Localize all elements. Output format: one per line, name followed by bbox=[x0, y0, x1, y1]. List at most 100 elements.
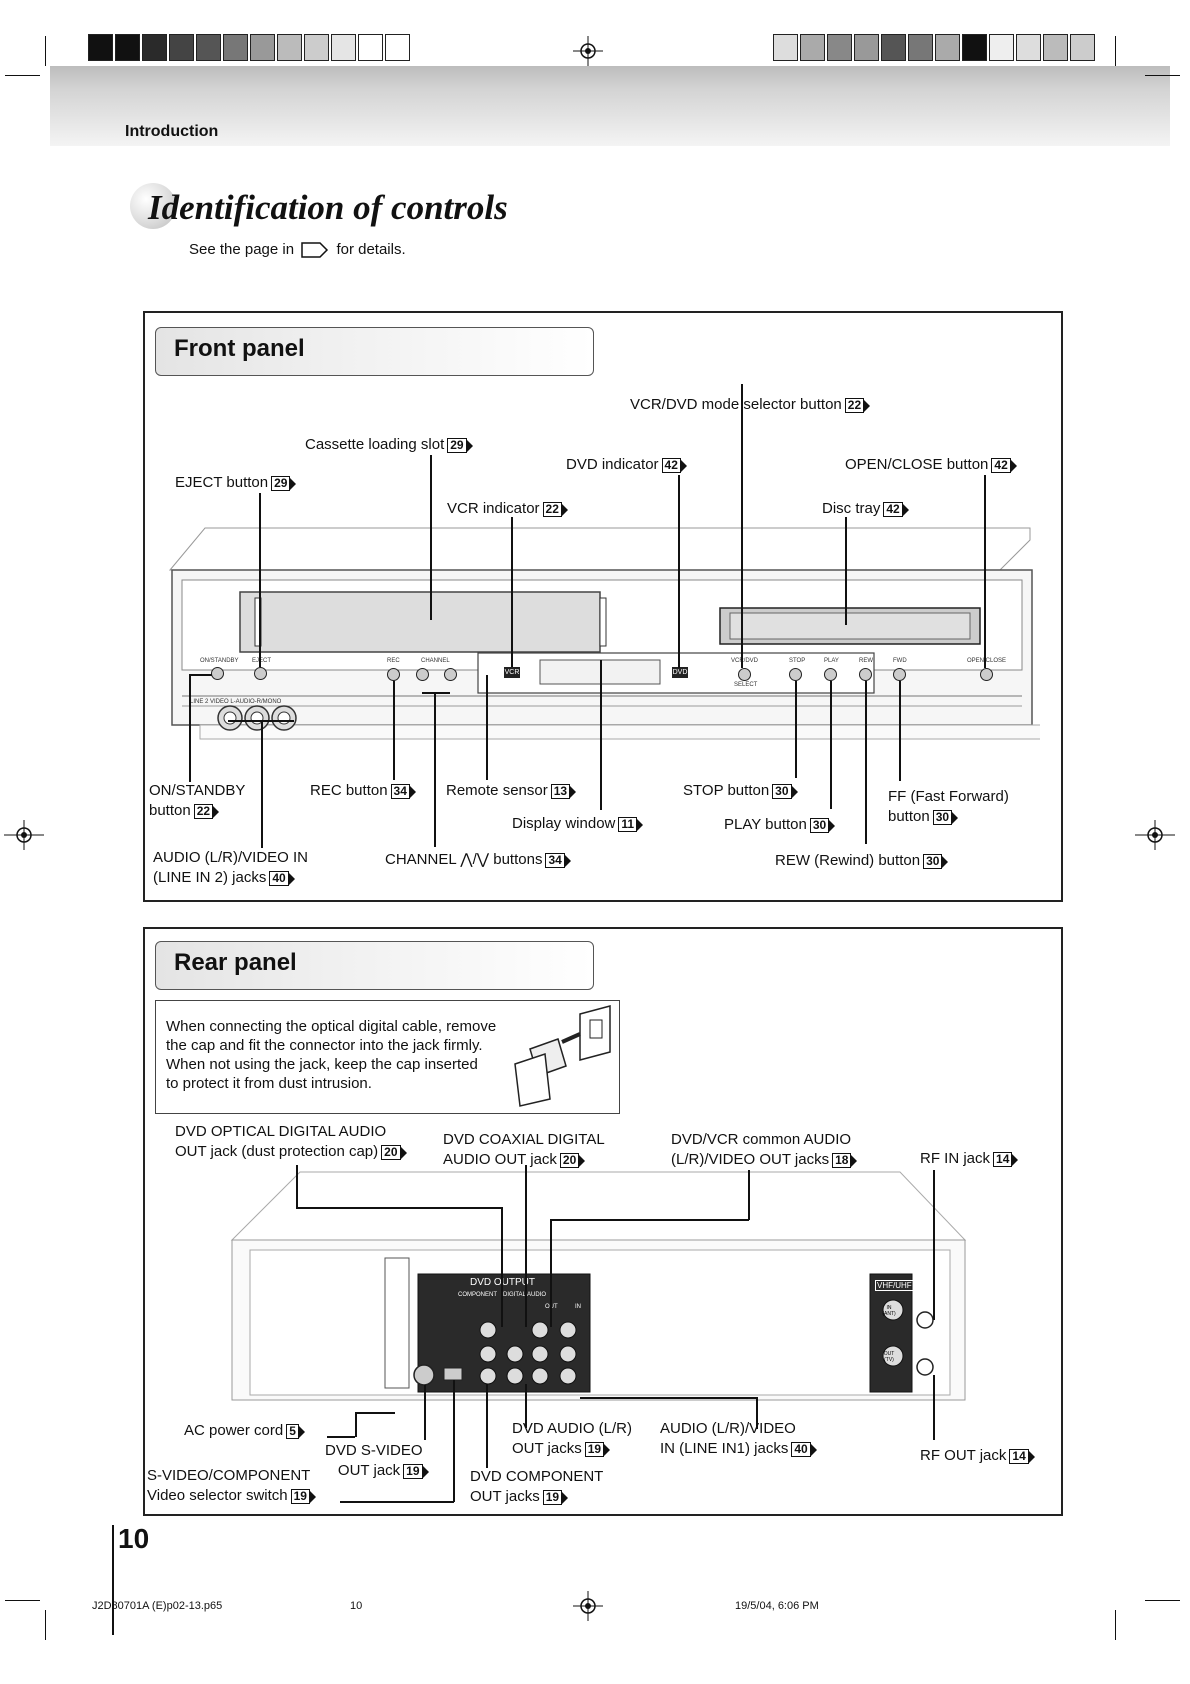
front-panel-heading: Front panel bbox=[174, 335, 305, 362]
leader-channel-h bbox=[422, 692, 450, 694]
section-label: Introduction bbox=[125, 123, 219, 140]
tiny-label-stop: STOP bbox=[789, 658, 806, 664]
ffwd-knob bbox=[893, 668, 906, 681]
leader-dvd-audio bbox=[525, 1384, 527, 1428]
tiny-label-rec: REC bbox=[387, 658, 400, 664]
page-title: Identification of controls bbox=[148, 188, 508, 227]
registration-mark-right bbox=[1135, 820, 1175, 850]
leader-dvd-indicator bbox=[678, 475, 680, 668]
leader-stop bbox=[795, 681, 797, 778]
vcr-indicator-led: VCR bbox=[504, 667, 520, 678]
leader-component bbox=[486, 1384, 488, 1468]
top-color-bar-left bbox=[88, 34, 410, 63]
crop-mark-br-v bbox=[1115, 1610, 1116, 1640]
leader-switch bbox=[453, 1380, 455, 1502]
open-close-knob bbox=[980, 668, 993, 681]
leader-common-out bbox=[748, 1170, 750, 1220]
leader-ac-cord-h2 bbox=[355, 1412, 395, 1414]
channel-up-knob bbox=[444, 668, 457, 681]
tiny-label-play: PLAY bbox=[824, 658, 839, 664]
stop-knob bbox=[789, 668, 802, 681]
page-number: 10 bbox=[118, 1523, 150, 1554]
crop-mark-tl-h bbox=[5, 75, 40, 76]
tiny-label-channel: CHANNEL bbox=[421, 658, 450, 664]
optical-connector-illustration bbox=[514, 1005, 611, 1107]
crop-mark-tr-h bbox=[1145, 75, 1180, 76]
leader-coaxial bbox=[525, 1165, 527, 1327]
leader-rf-out bbox=[933, 1375, 935, 1440]
label-dvd-optical-digital-audio-out: DVD OPTICAL DIGITAL AUDIO OUT jack (dust… bbox=[175, 1122, 407, 1162]
leader-cassette bbox=[430, 455, 432, 620]
rew-knob bbox=[859, 668, 872, 681]
leader-rec bbox=[393, 681, 395, 780]
leader-s-video bbox=[424, 1385, 426, 1440]
leader-ff bbox=[899, 681, 901, 781]
registration-mark-bottom bbox=[573, 1591, 603, 1621]
registration-mark-top bbox=[573, 36, 603, 66]
page-subtitle: See the page in for details. bbox=[189, 241, 406, 258]
leader-audio-in bbox=[261, 720, 263, 848]
optical-note-text: When connecting the optical digital cabl… bbox=[166, 1018, 497, 1092]
leader-on-standby-h bbox=[189, 674, 212, 676]
optical-note-box bbox=[155, 1000, 620, 1114]
leader-switch-h bbox=[340, 1501, 454, 1503]
leader-common-out-v2 bbox=[550, 1219, 552, 1327]
tiny-label-vcr-dvd: VCR/DVD bbox=[731, 658, 759, 664]
leader-optical-h bbox=[296, 1207, 502, 1209]
top-color-bar-right bbox=[773, 34, 1095, 63]
front-device-drawing bbox=[168, 527, 1040, 740]
tiny-label-select: SELECT bbox=[734, 682, 758, 688]
leader-channel bbox=[434, 692, 436, 847]
leader-audio-in-h bbox=[228, 720, 294, 722]
page-reference-icon bbox=[301, 242, 329, 258]
leader-ac-cord bbox=[327, 1436, 355, 1438]
rear-device-drawing bbox=[230, 1171, 967, 1401]
tiny-label-open-close: OPEN/CLOSE bbox=[967, 658, 1007, 664]
footer-file: J2D80701A (E)p02-13.p65 bbox=[92, 1600, 223, 1612]
tiny-label-ffwd: FWD bbox=[893, 658, 907, 664]
crop-mark-bl-v bbox=[45, 1610, 46, 1640]
registration-mark-left bbox=[4, 820, 44, 850]
crop-mark-br-h bbox=[1145, 1600, 1180, 1601]
vhf-uhf-label: VHF/UHF bbox=[875, 1280, 914, 1291]
front-panel-frame bbox=[143, 311, 1063, 902]
title-bubble bbox=[130, 183, 176, 229]
leader-eject bbox=[259, 493, 261, 667]
in-label: IN bbox=[575, 1304, 581, 1310]
leader-line-in1 bbox=[580, 1397, 756, 1399]
rec-knob bbox=[387, 668, 400, 681]
crop-mark-bl-h bbox=[5, 1600, 40, 1601]
ant-in-label: IN (ANT) bbox=[882, 1305, 896, 1317]
leader-play bbox=[830, 681, 832, 809]
page-number-rule bbox=[112, 1525, 114, 1635]
leader-common-out-h bbox=[550, 1219, 749, 1221]
channel-down-knob bbox=[416, 668, 429, 681]
leader-open-close bbox=[984, 475, 986, 668]
rear-panel-heading: Rear panel bbox=[174, 949, 297, 976]
header-band bbox=[50, 66, 1170, 146]
tv-out-label: OUT (TV) bbox=[883, 1351, 895, 1363]
eject-knob bbox=[254, 667, 267, 680]
leader-display bbox=[600, 660, 602, 810]
leader-rew bbox=[865, 681, 867, 844]
leader-vcr-indicator bbox=[511, 517, 513, 667]
leader-on-standby bbox=[189, 674, 191, 782]
rear-panel-header bbox=[155, 941, 594, 990]
